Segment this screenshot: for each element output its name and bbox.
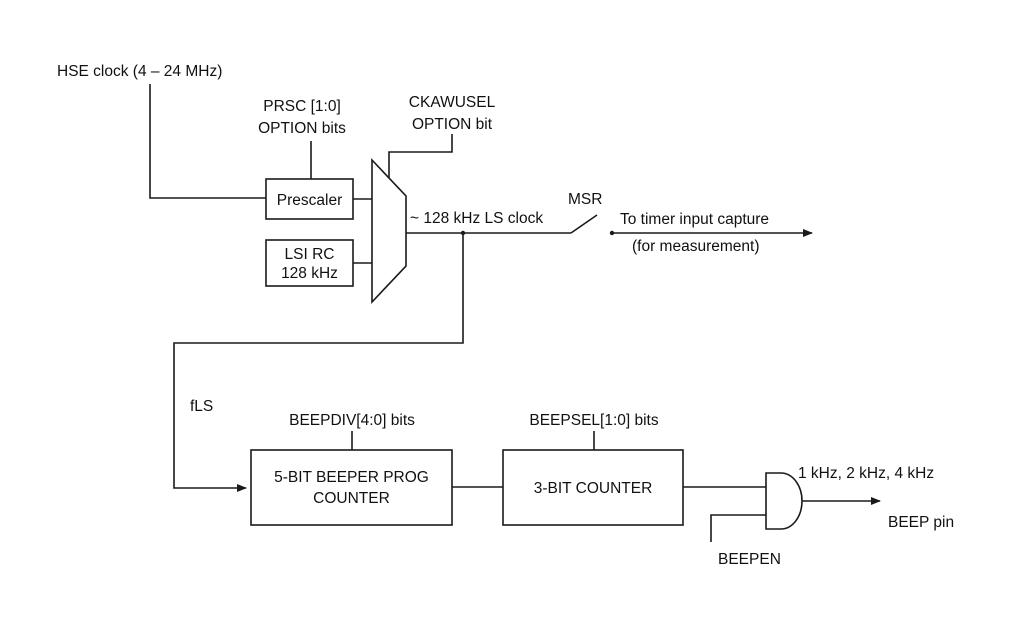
ckawusel-label-line1: CKAWUSEL [409, 94, 496, 111]
ls-clock-label: ~ 128 kHz LS clock [410, 210, 543, 227]
fls-label: fLS [190, 398, 213, 415]
prsc-label-line2: OPTION bits [258, 120, 346, 137]
hse-clock-wire [149, 84, 266, 199]
beep-pin-label: BEEP pin [888, 514, 954, 531]
clock-mux-symbol [371, 157, 407, 305]
msr-switch [570, 214, 598, 234]
hse-clock-label: HSE clock (4 – 24 MHz) [57, 63, 222, 80]
timer-label-line2: (for measurement) [632, 238, 759, 255]
beepsel-label: BEEPSEL[1:0] bits [529, 412, 658, 429]
msr-label: MSR [568, 191, 602, 208]
prescaler-label: Prescaler [277, 192, 342, 209]
beeper-prog-counter-block [250, 449, 453, 526]
ckawusel-wire [388, 134, 453, 178]
beeper-counter-label-line1: 5-BIT BEEPER PROG [274, 469, 429, 486]
beepdiv-label: BEEPDIV[4:0] bits [289, 412, 415, 429]
prsc-label-line1: PRSC [1:0] [263, 98, 341, 115]
beepen-label: BEEPEN [718, 551, 781, 568]
ckawusel-label-line2: OPTION bit [412, 116, 493, 133]
three-bit-counter-label: 3-BIT COUNTER [534, 480, 653, 497]
lsi-rc-block [265, 239, 354, 287]
and-gate-symbol [765, 472, 803, 530]
lsi-rc-label-line2: 128 kHz [281, 265, 338, 282]
beeper-counter-label-line2: COUNTER [313, 490, 390, 507]
lsi-rc-label-line1: LSI RC [285, 246, 335, 263]
frequency-label: 1 kHz, 2 kHz, 4 kHz [798, 465, 934, 482]
beepen-wire [710, 514, 766, 542]
timer-label-line1: To timer input capture [620, 211, 769, 228]
fls-wire [173, 233, 464, 492]
